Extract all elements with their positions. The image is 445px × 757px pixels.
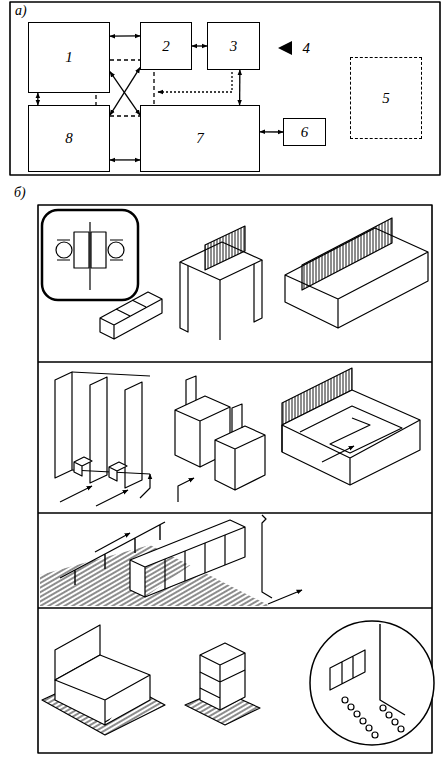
cabinet: [200, 643, 245, 710]
u-groove: [300, 406, 402, 453]
flow-connector: [260, 131, 283, 132]
triangle-symbol: [278, 41, 292, 55]
panel-a: [10, 2, 440, 175]
zone-number: 2: [162, 39, 170, 54]
flow-connector: [239, 70, 241, 105]
flow-connector: [110, 35, 140, 37]
chair-plan: [108, 242, 124, 258]
zone-box: 3: [207, 22, 260, 70]
dot-marker: [380, 705, 386, 711]
flow-arrow: [322, 446, 354, 462]
sofa: [55, 655, 150, 725]
dot-marker: [372, 732, 378, 738]
cabinet-panel: [55, 372, 72, 478]
flow-arrow: [96, 490, 128, 506]
zone-box: 1: [28, 22, 110, 93]
desk-plan: [74, 232, 89, 268]
zone-number: 3: [230, 39, 238, 54]
u-unit: [282, 390, 420, 485]
flow-arrow: [268, 590, 302, 604]
screen-panel: [186, 376, 242, 432]
zone-box: 8: [28, 105, 110, 172]
wall-line: [380, 624, 405, 715]
dot-marker: [354, 711, 360, 717]
plan-inset: [42, 210, 138, 300]
dot-marker: [398, 726, 404, 732]
flow-connector: [110, 68, 140, 115]
flow-connector: [110, 72, 140, 115]
zone-number: 5: [382, 91, 390, 106]
stool: [74, 457, 127, 481]
dot-marker: [366, 725, 372, 731]
panel-frame: [10, 2, 440, 175]
u-edge: [282, 420, 420, 485]
dot-marker: [342, 697, 348, 703]
zone-number: 4: [303, 41, 311, 56]
panel-label: б): [13, 186, 27, 200]
flow-connector: [110, 159, 140, 160]
flow-arrow: [95, 533, 130, 552]
partition-panel: [302, 218, 392, 290]
shelf: [330, 650, 365, 690]
wall-line: [262, 515, 272, 598]
panel-b: [38, 205, 434, 753]
zone-box: 2: [140, 22, 192, 70]
entrance-marker: 4: [276, 38, 310, 58]
flow-connector: [37, 93, 38, 105]
cabinet-panel: [90, 377, 107, 483]
zone-box: 7: [140, 105, 260, 172]
panel-label: а): [14, 4, 28, 18]
desk-plan: [91, 232, 106, 268]
shelf-divider: [165, 535, 225, 589]
dot-marker: [348, 704, 354, 710]
zone-number: 6: [301, 125, 309, 140]
flow-arrow: [60, 486, 92, 502]
dot-marker: [360, 718, 366, 724]
detail-circle: [310, 621, 434, 745]
outdoor-zone-box: 5: [350, 57, 422, 139]
desk-unit: [215, 426, 265, 490]
flow-arrow: [178, 478, 194, 502]
chair-plan: [56, 242, 72, 258]
row-divider: [38, 362, 432, 608]
shelf: [130, 520, 245, 597]
zone-number: 8: [65, 131, 73, 146]
zone-box: 6: [283, 118, 326, 146]
flow-arrow: [140, 474, 150, 498]
partition-panel: [205, 226, 245, 270]
cabinet-shelf: [200, 653, 245, 710]
zone-number: 1: [65, 50, 73, 65]
dotted-arrow: [158, 72, 232, 92]
armrest: [57, 240, 123, 260]
zone-number: 7: [196, 131, 204, 146]
cabinet-panel: [125, 382, 142, 488]
flow-connector: [192, 45, 207, 46]
dot-marker: [386, 712, 392, 718]
dot-marker: [392, 719, 398, 725]
bench: [100, 292, 162, 339]
desk-legs: [180, 260, 262, 340]
